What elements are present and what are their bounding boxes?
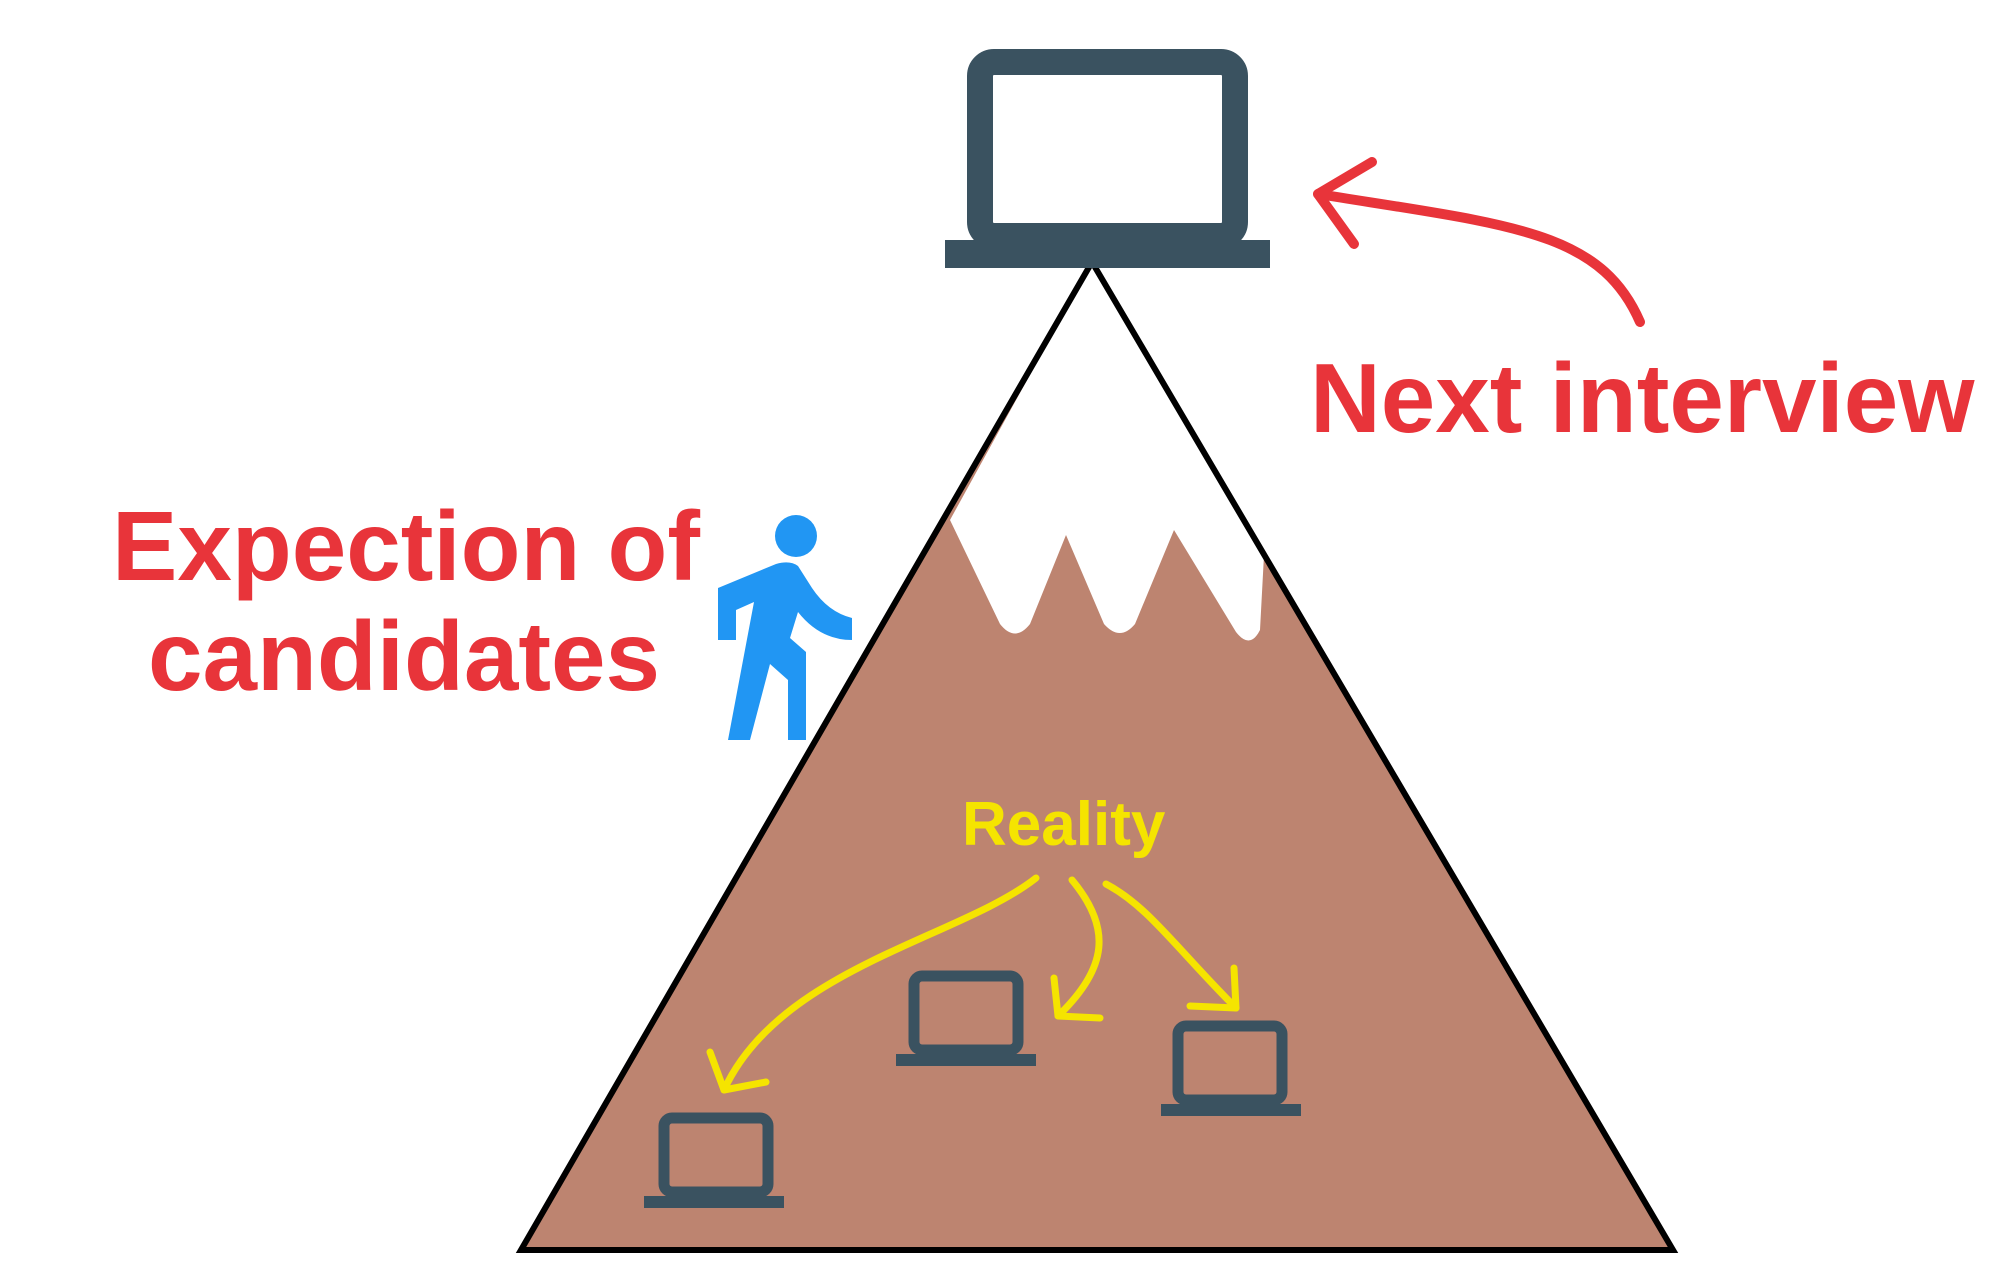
expectation-label-line1: Expection of [112,491,700,601]
snow-cap [950,262,1264,641]
next-interview-label: Next interview [1310,343,1975,453]
mountain-body [521,262,1673,1250]
mountain-outline [515,256,1679,1253]
small-laptop-icon [644,1112,784,1208]
hiker-icon [718,515,852,740]
top-laptop-icon [945,49,1270,268]
reality-label: Reality [962,790,1166,859]
small-laptop-icon [1161,1020,1301,1116]
next-interview-arrow [1313,157,1645,327]
expectation-label-line2: candidates [148,601,660,711]
mountain [515,256,1679,1253]
reality-arrows [706,874,1240,1094]
small-laptop-icon [896,970,1036,1066]
